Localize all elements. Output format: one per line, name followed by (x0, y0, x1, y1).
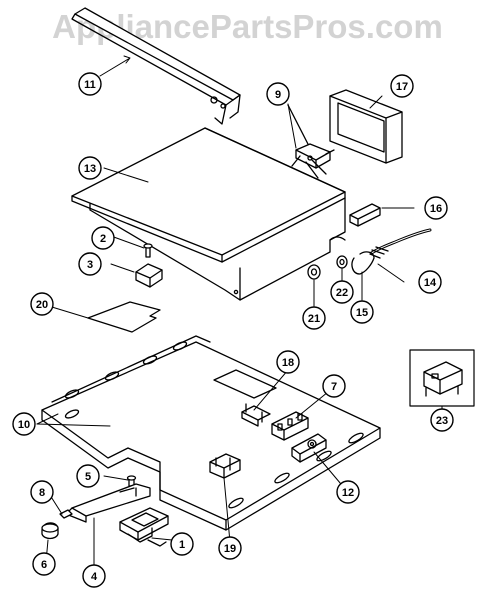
part-top-rail (71, 7, 241, 125)
callout-number: 2 (100, 233, 106, 245)
part-screw-5 (126, 475, 137, 487)
callout-circle (266, 82, 290, 106)
callout-9: 9 (266, 82, 290, 106)
callout-4: 4 (82, 564, 106, 588)
callout-circle (170, 532, 194, 556)
callout-number: 5 (85, 471, 91, 483)
part-relay-inset (409, 349, 475, 407)
callout-number: 19 (224, 543, 236, 555)
part-insulation-sheet (87, 301, 161, 333)
part-knob (41, 522, 59, 540)
part-wire-harness (287, 104, 335, 179)
callout-13: 13 (78, 156, 102, 180)
callout-number: 18 (282, 357, 294, 369)
callout-11: 11 (78, 72, 102, 96)
callout-circle (418, 270, 442, 294)
callout-circle (430, 408, 454, 432)
callout-circle (76, 464, 100, 488)
callout-circle (30, 480, 54, 504)
part-top-cover (71, 127, 346, 301)
callout-circle (330, 280, 354, 304)
callout-circle (30, 292, 54, 316)
callout-15: 15 (350, 300, 374, 324)
callout-10: 10 (12, 412, 36, 436)
part-screw-2 (143, 243, 153, 258)
callout-circle (322, 374, 346, 398)
part-relay-bracket (241, 403, 271, 427)
part-mount-bracket (209, 453, 241, 479)
callout-circle (78, 156, 102, 180)
callout-circle (82, 564, 106, 588)
callout-number: 21 (308, 313, 320, 325)
callout-circle (91, 226, 115, 250)
callout-17: 17 (390, 74, 414, 98)
part-frame-bracket (329, 89, 403, 164)
part-grommet-21 (307, 264, 321, 280)
callout-2: 2 (91, 226, 115, 250)
callout-14: 14 (418, 270, 442, 294)
callout-circle (218, 536, 242, 560)
part-bracket-arm (65, 483, 151, 523)
callout-number: 7 (331, 381, 337, 393)
callout-number: 13 (84, 163, 96, 175)
part-base-panel (41, 335, 381, 531)
callout-5: 5 (76, 464, 100, 488)
callout-number: 10 (18, 419, 30, 431)
callout-8: 8 (30, 480, 54, 504)
callout-number: 8 (39, 487, 45, 499)
part-switch-bracket (291, 433, 327, 463)
callout-23: 23 (430, 408, 454, 432)
callout-19: 19 (218, 536, 242, 560)
callout-3: 3 (78, 252, 102, 276)
part-power-cord (351, 228, 432, 275)
callout-number: 20 (36, 299, 48, 311)
callout-circle (390, 74, 414, 98)
callout-circle (302, 306, 326, 330)
part-grommet-22 (336, 255, 348, 269)
callout-22: 22 (330, 280, 354, 304)
callout-number: 3 (87, 259, 93, 271)
callout-number: 16 (430, 203, 442, 215)
part-switch-assembly (119, 507, 169, 547)
part-control-box (135, 263, 163, 288)
callout-16: 16 (424, 196, 448, 220)
callout-circle (276, 350, 300, 374)
callout-18: 18 (276, 350, 300, 374)
callout-circle (424, 196, 448, 220)
callout-number: 23 (436, 415, 448, 427)
part-latch (349, 203, 381, 227)
callout-circle (78, 252, 102, 276)
callout-number: 22 (336, 287, 348, 299)
callout-12: 12 (336, 480, 360, 504)
callout-20: 20 (30, 292, 54, 316)
callout-number: 6 (41, 559, 47, 571)
callout-circle (78, 72, 102, 96)
callout-number: 17 (396, 81, 408, 93)
callout-21: 21 (302, 306, 326, 330)
callout-circle (32, 552, 56, 576)
callout-circle (350, 300, 374, 324)
callout-number: 12 (342, 487, 354, 499)
callout-number: 15 (356, 307, 368, 319)
callout-number: 9 (275, 89, 281, 101)
callout-6: 6 (32, 552, 56, 576)
callout-circle (336, 480, 360, 504)
callout-number: 11 (84, 79, 96, 91)
part-terminal-block (271, 411, 309, 441)
callout-number: 4 (91, 571, 98, 583)
callout-7: 7 (322, 374, 346, 398)
callout-number: 1 (179, 539, 185, 551)
callout-number: 14 (424, 277, 437, 289)
part-clip (59, 509, 73, 519)
callout-circle (12, 412, 36, 436)
callout-1: 1 (170, 532, 194, 556)
